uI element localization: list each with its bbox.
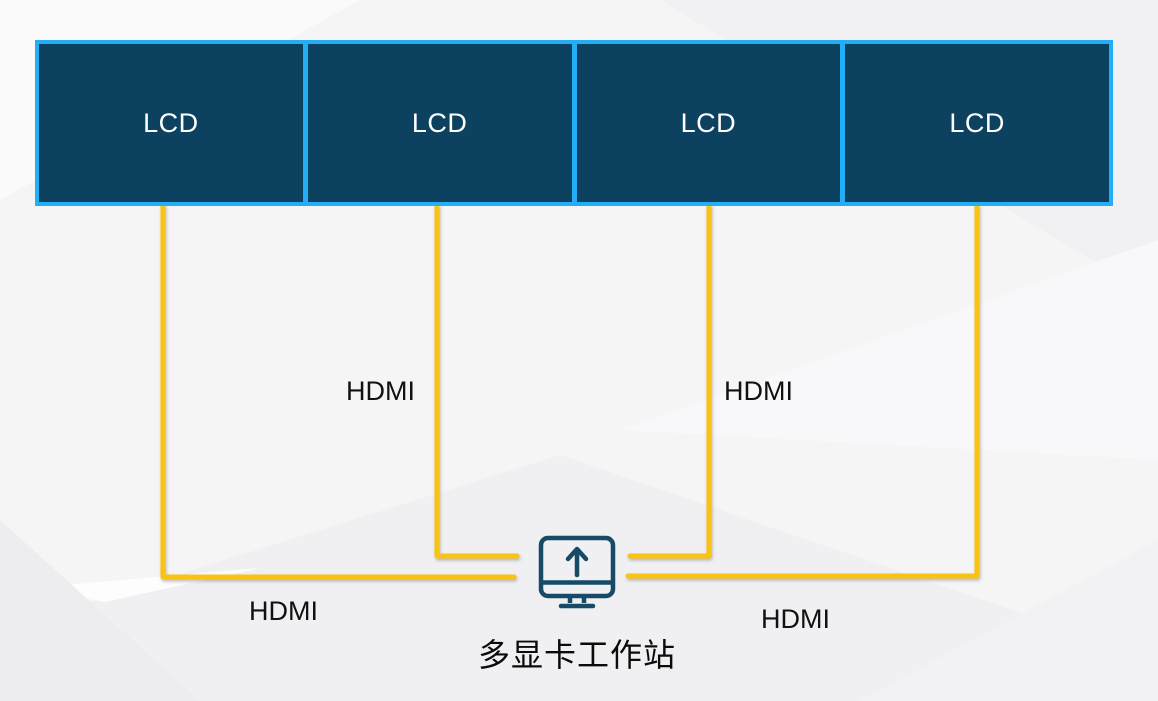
lcd-display-3: LCD	[576, 44, 841, 202]
lcd-display-row: LCD LCD LCD LCD	[35, 40, 1113, 206]
hdmi-cable-2	[434, 203, 520, 559]
hdmi-label-cable-1: HDMI	[249, 596, 318, 626]
lcd-label: LCD	[411, 107, 468, 138]
lcd-display-2: LCD	[307, 44, 572, 202]
hdmi-label-cable-2: HDMI	[346, 376, 415, 406]
hdmi-label-cable-3: HDMI	[724, 376, 793, 406]
hdmi-label-cable-4: HDMI	[761, 604, 830, 634]
lcd-label: LCD	[143, 107, 199, 138]
lcd-label: LCD	[949, 107, 1005, 138]
lcd-label: LCD	[680, 107, 737, 138]
hdmi-cable-1	[160, 203, 517, 580]
monitor-upload-icon	[536, 533, 618, 617]
lcd-display-4: LCD	[845, 44, 1109, 202]
hdmi-cable-4	[625, 203, 980, 579]
workstation-caption: 多显卡工作站	[477, 637, 676, 673]
hdmi-cable-3	[627, 203, 712, 559]
lcd-display-1: LCD	[39, 44, 303, 202]
